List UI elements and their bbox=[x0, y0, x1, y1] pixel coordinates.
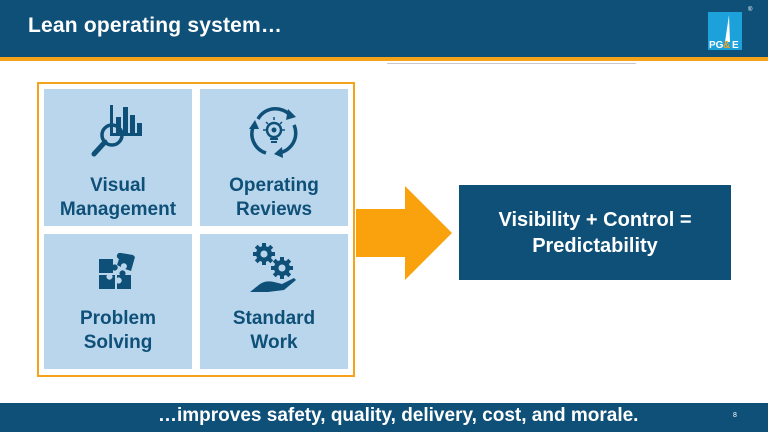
pillar-label-line2: Solving bbox=[83, 332, 153, 353]
pillar-label-line2: Reviews bbox=[235, 199, 313, 220]
divider-line bbox=[387, 63, 636, 64]
header-bar bbox=[0, 0, 768, 57]
page-number: 8 bbox=[733, 412, 737, 419]
pillar-label-line1: Visual bbox=[90, 175, 146, 196]
registered-mark: ® bbox=[748, 7, 753, 13]
puzzle-icon bbox=[44, 242, 192, 298]
pillar-label-line1: Standard bbox=[232, 308, 316, 329]
pillar-operating-reviews: Operating Reviews bbox=[200, 89, 348, 226]
page-title: Lean operating system… bbox=[28, 14, 283, 37]
logo-text: PG bbox=[709, 40, 724, 50]
result-line1: Visibility + Control = bbox=[498, 208, 692, 231]
gears-hand-icon bbox=[200, 242, 348, 298]
magnifier-bar-chart-icon bbox=[44, 103, 192, 159]
pillar-label-line1: Operating bbox=[229, 175, 319, 196]
pillar-visual-management: Visual Management bbox=[44, 89, 192, 226]
right-arrow-icon bbox=[356, 186, 454, 287]
footer-tagline: …improves safety, quality, delivery, cos… bbox=[158, 405, 639, 426]
pillar-label-line1: Problem bbox=[79, 308, 157, 329]
svg-text:&: & bbox=[723, 40, 730, 50]
header-orange-rule bbox=[0, 57, 768, 61]
pillar-standard-work: Standard Work bbox=[200, 234, 348, 369]
footer-bar bbox=[0, 403, 768, 432]
pillar-label-line2: Work bbox=[250, 332, 298, 353]
result-box: Visibility + Control = Predictability bbox=[459, 185, 731, 280]
pillar-problem-solving: Problem Solving bbox=[44, 234, 192, 369]
lightbulb-cycle-icon bbox=[200, 103, 348, 159]
svg-text:E: E bbox=[732, 40, 739, 50]
pillar-label-line2: Management bbox=[59, 199, 177, 220]
result-line2: Predictability bbox=[532, 234, 658, 257]
pge-logo: PG & E bbox=[708, 12, 742, 50]
